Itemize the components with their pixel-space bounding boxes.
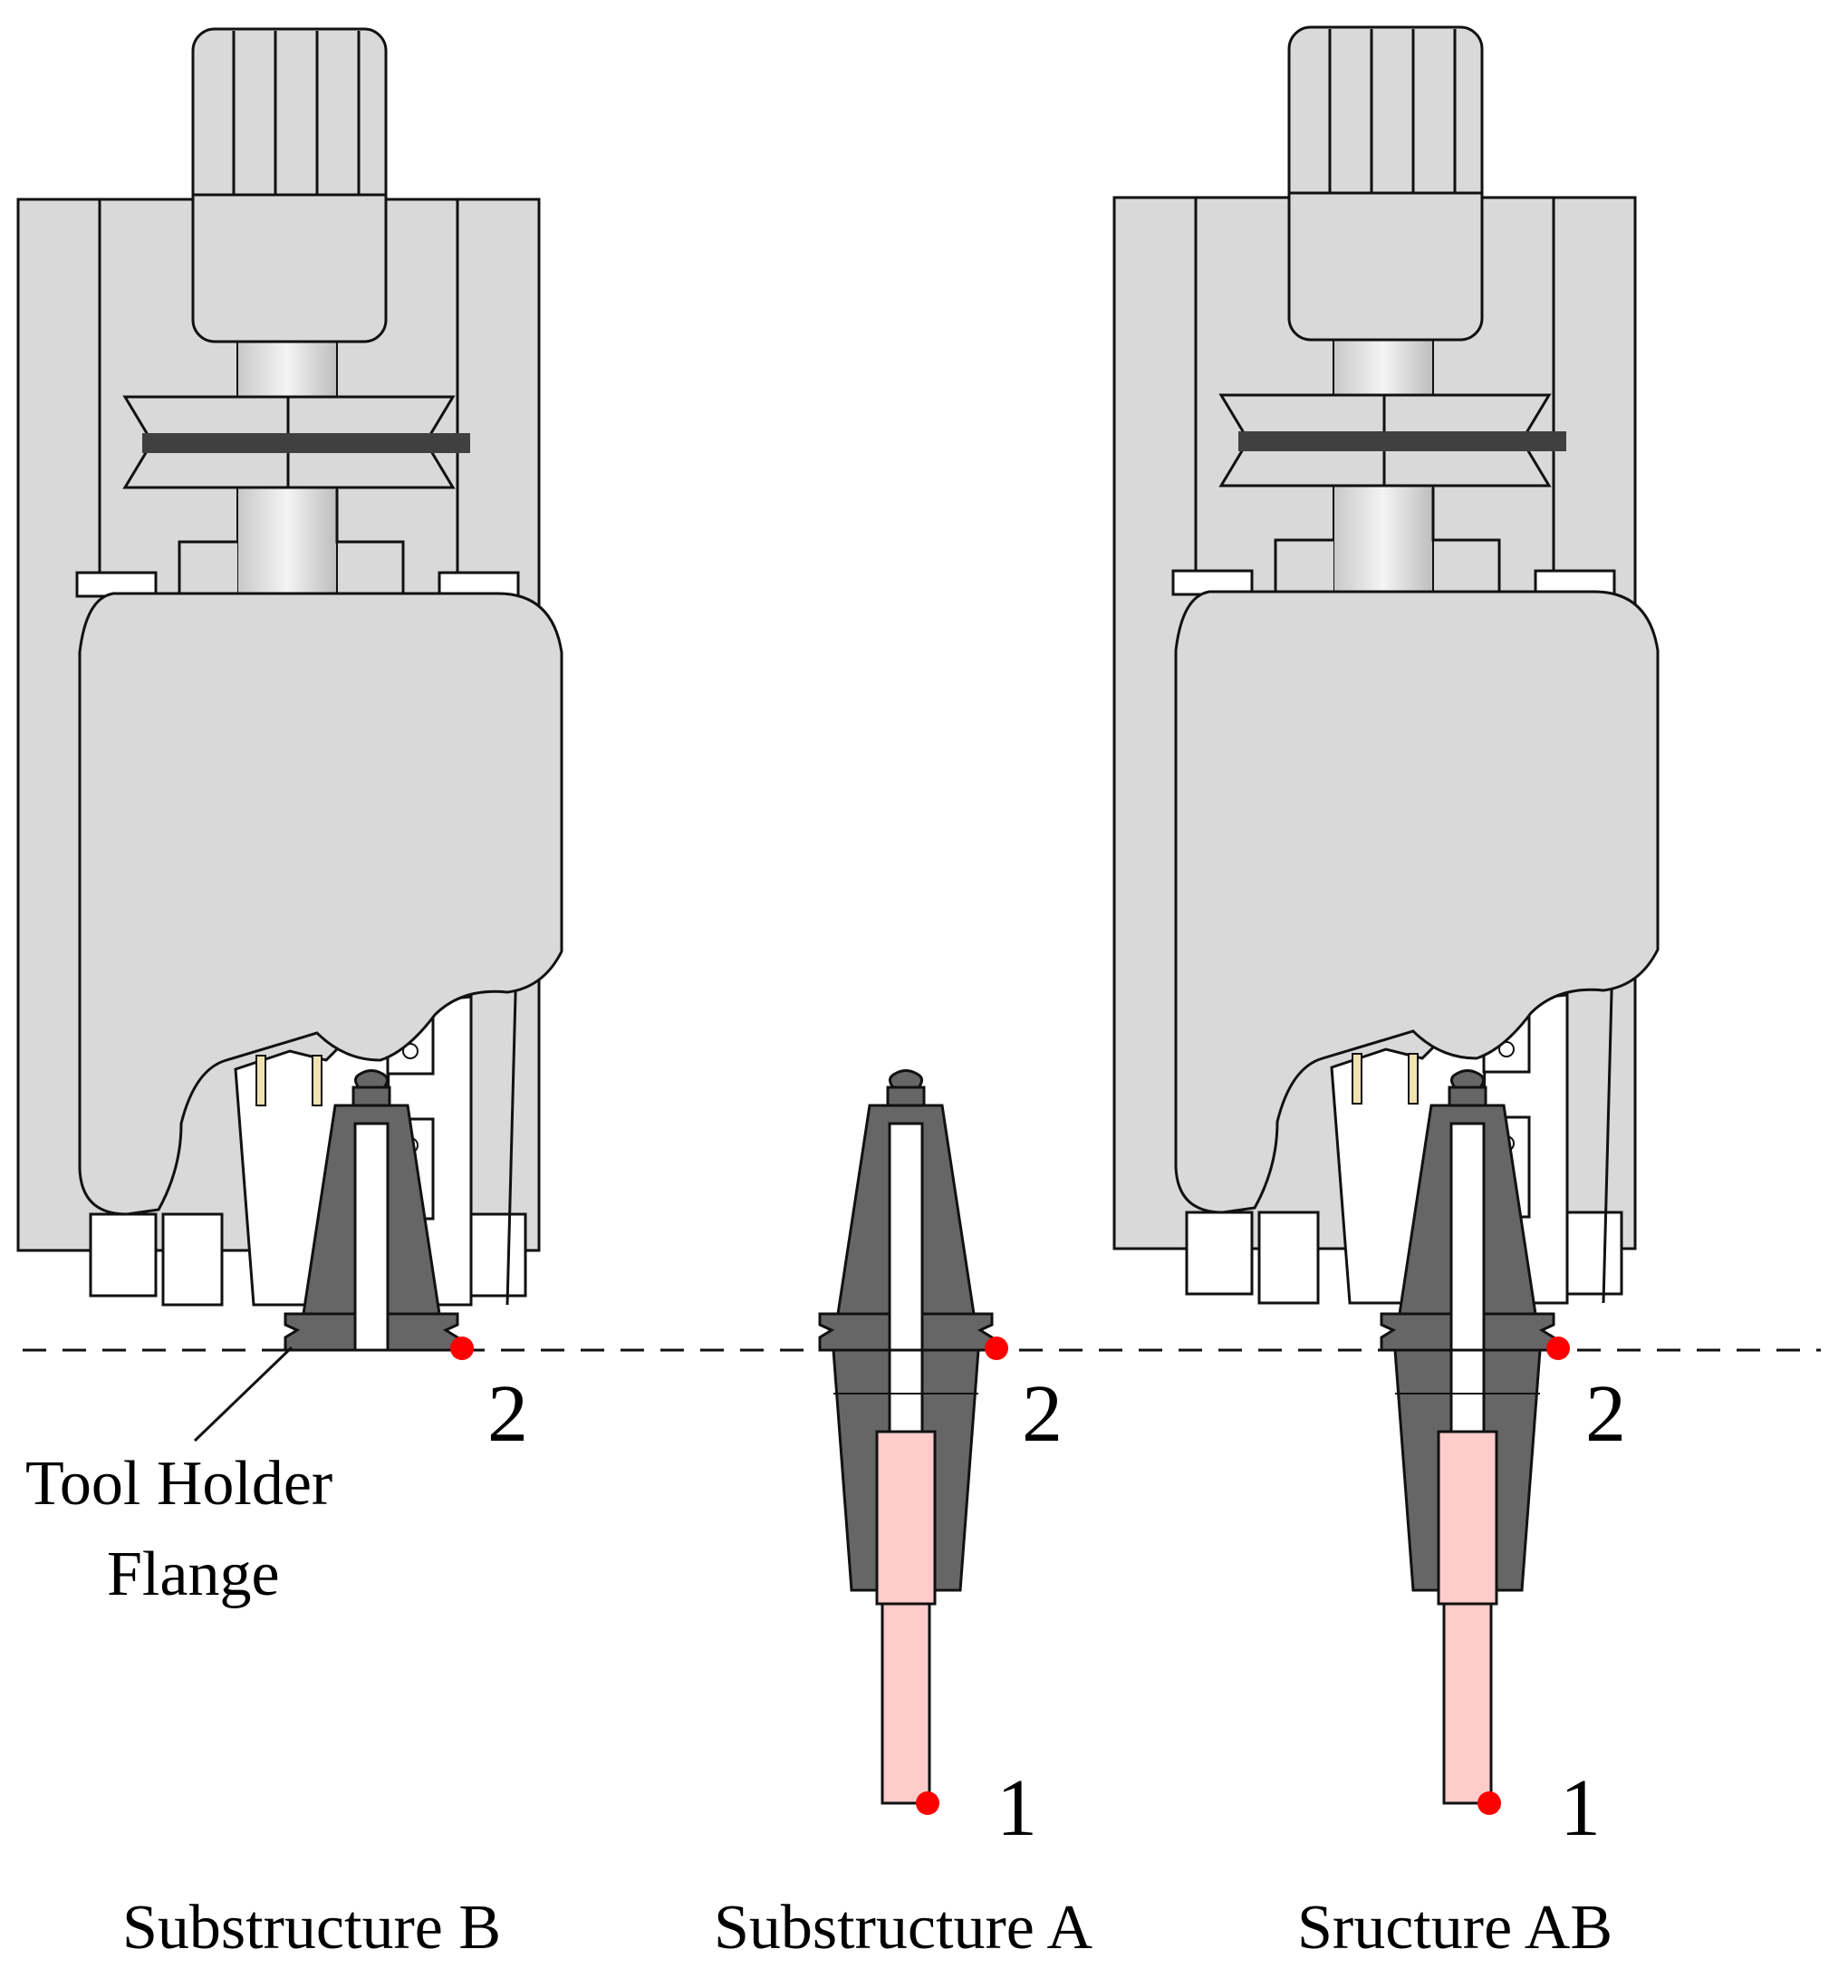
spindle-head-icon-b <box>16 27 563 1352</box>
caption-substructure-a: Substructure A <box>714 1893 1092 1963</box>
reference-point-icon-a2 <box>985 1337 1008 1360</box>
caption-substructure-b: Substructure B <box>122 1893 501 1963</box>
label-a-point-2: 2 <box>1022 1369 1063 1459</box>
reference-point-icon-ab2 <box>1546 1337 1570 1360</box>
flange-leader-line <box>193 1346 294 1443</box>
label-a-point-1: 1 <box>996 1763 1037 1853</box>
reference-point-icon-b2 <box>450 1337 474 1360</box>
tool-holder-icon-a <box>818 1069 994 1805</box>
flange-label-line-2: Flange <box>107 1539 280 1609</box>
flange-label-line-1: Tool Holder <box>25 1449 332 1519</box>
reference-point-icon-a1 <box>916 1791 939 1815</box>
spindle-head-icon-ab <box>1112 25 1660 1805</box>
reference-point-icon-ab1 <box>1477 1791 1501 1815</box>
label-ab-point-2: 2 <box>1585 1369 1626 1459</box>
caption-structure-ab: Sructure AB <box>1297 1893 1612 1963</box>
label-b-point-2: 2 <box>487 1369 528 1459</box>
label-ab-point-1: 1 <box>1560 1763 1601 1853</box>
